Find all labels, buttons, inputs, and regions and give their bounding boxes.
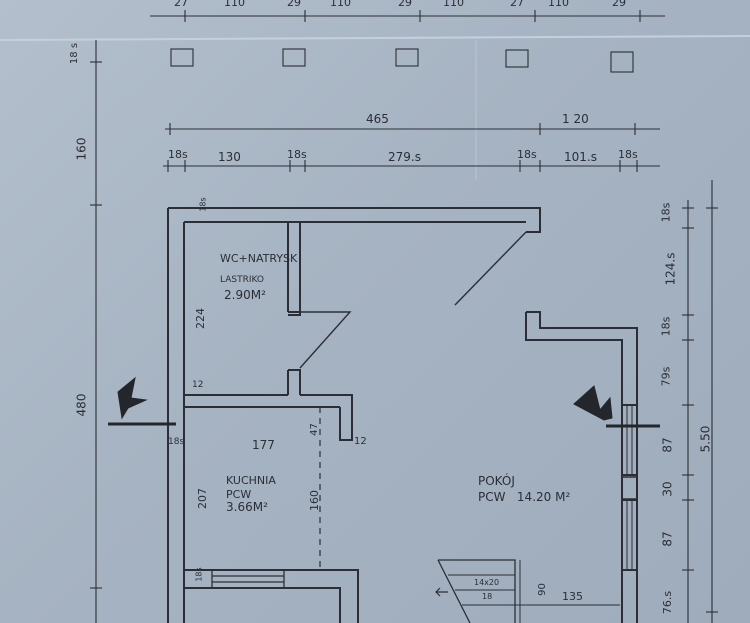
dim-left-160: 160 xyxy=(74,137,89,161)
room-living-name: POKÓJ xyxy=(478,474,515,488)
dim-inner-47: 47 xyxy=(308,423,320,436)
dim-top-4: 110 xyxy=(330,0,351,9)
dim-inner-18s-c: 18s xyxy=(194,567,204,582)
dim-inner-177: 177 xyxy=(252,438,275,452)
dim-right-1: 18s xyxy=(659,202,673,223)
dim-right-5: 87 xyxy=(660,437,675,453)
section-arrow-left-icon xyxy=(117,376,148,420)
dim-r3-2: 130 xyxy=(218,150,241,164)
stairs-135: 135 xyxy=(562,590,583,603)
dim-r3-1: 18s xyxy=(168,148,188,161)
stairs-90: 90 xyxy=(536,583,548,596)
dim-top-7: 27 xyxy=(510,0,524,9)
dim-inner-160: 160 xyxy=(308,490,321,511)
dim-right-8: 76.s xyxy=(661,590,675,615)
room-wc-area: 2.90M² xyxy=(224,288,266,302)
dim-left-top: 18 s xyxy=(69,42,81,65)
room-kitchen-name: KUCHNIA xyxy=(226,474,276,487)
dim-right-6: 30 xyxy=(660,481,675,497)
dim-r3-3: 18s xyxy=(287,148,307,161)
dim-465: 465 xyxy=(366,112,389,126)
dim-inner-18s-b: 18s xyxy=(168,437,185,447)
room-wc-floor: LASTRIKO xyxy=(220,275,264,285)
dim-top-6: 110 xyxy=(443,0,464,9)
dim-r3-5: 18s xyxy=(517,148,537,161)
dim-r3-7: 18s xyxy=(618,148,638,161)
dim-right-total: 5.50 xyxy=(698,425,713,453)
dim-right-4: 79s xyxy=(659,366,673,387)
dim-120: 1 20 xyxy=(562,112,589,126)
stairs-label: 14x20 xyxy=(474,578,500,587)
dim-top-8: 110 xyxy=(548,0,569,9)
dim-right-7: 87 xyxy=(660,531,675,547)
dim-inner-12b: 12 xyxy=(354,436,367,447)
dim-inner-12a: 12 xyxy=(192,380,204,390)
stairs-sub: 18 xyxy=(482,592,493,601)
dim-top-9: 29 xyxy=(612,0,626,9)
dim-top-5: 29 xyxy=(398,0,412,9)
room-kitchen-area: 3.66M² xyxy=(226,500,268,514)
dim-top-3: 29 xyxy=(287,0,301,9)
dim-inner-207: 207 xyxy=(196,488,209,509)
dim-inner-224: 224 xyxy=(194,308,207,329)
room-kitchen-floor: PCW xyxy=(226,488,252,501)
dim-right-3: 18s xyxy=(659,316,673,337)
dim-top-2: 110 xyxy=(224,0,245,9)
dim-left-480: 480 xyxy=(74,393,89,417)
dim-r3-6: 101.s xyxy=(564,150,597,164)
dim-r3-4: 279.s xyxy=(388,150,421,164)
dim-top-1: 27 xyxy=(174,0,188,9)
room-wc-name: WC+NATRYSK xyxy=(220,252,298,265)
dim-right-2: 124.s xyxy=(663,252,678,286)
room-living-floor-area: PCW 14.20 M² xyxy=(478,490,571,504)
dim-inner-18s-a: 18s xyxy=(198,197,208,212)
section-arrow-right-icon xyxy=(573,385,613,421)
